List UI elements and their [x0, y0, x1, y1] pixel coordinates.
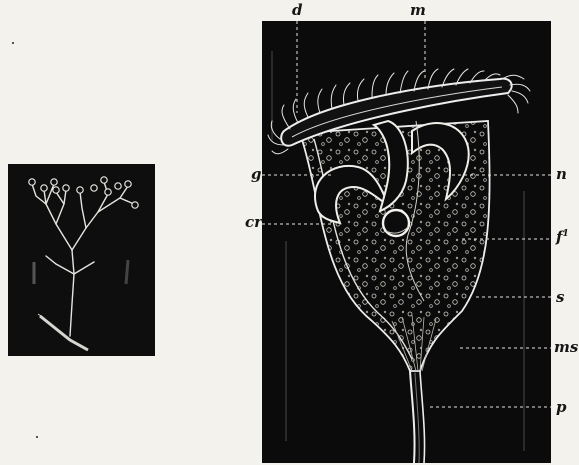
label-s: s [556, 290, 564, 305]
print-speck [12, 42, 14, 44]
print-speck [36, 436, 38, 438]
label-m: m [410, 3, 426, 18]
label-d: d [292, 3, 303, 18]
label-f1-superscript: 1 [562, 229, 568, 239]
label-cr: cr [245, 215, 262, 230]
label-p: p [556, 400, 567, 415]
organism-illustration [262, 21, 551, 463]
organism-drawing [262, 21, 551, 463]
colony-drawing [8, 164, 155, 356]
label-n: n [556, 167, 567, 182]
label-f1: f1 [556, 230, 569, 245]
label-g: g [251, 167, 262, 182]
contractile-vacuole [383, 210, 409, 236]
colony-illustration [8, 164, 155, 356]
colony-ground [34, 260, 128, 350]
label-ms: ms [554, 340, 578, 355]
colony-main-stalk [70, 250, 74, 336]
stalk [410, 371, 425, 463]
